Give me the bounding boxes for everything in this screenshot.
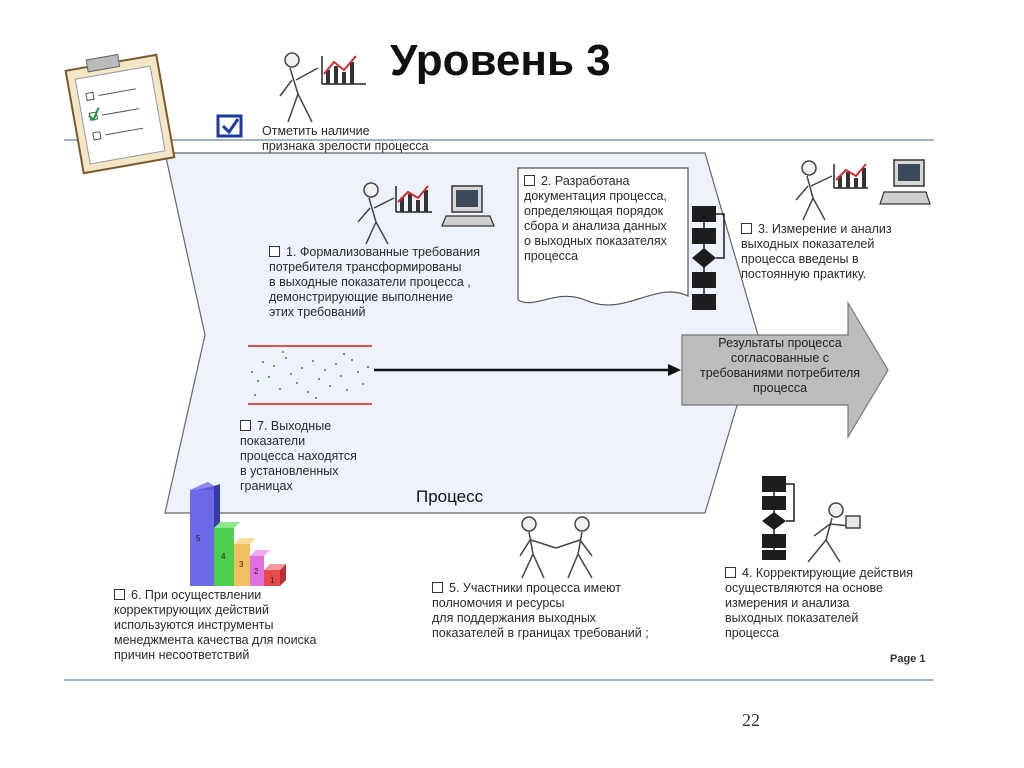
document-icon [517,167,689,306]
item-1-text: 1. Формализованные требования потребител… [269,245,481,319]
control-chart-points [251,351,369,399]
item-5-text: 5. Участники процесса имеют полномочия и… [432,581,649,640]
process-label: Процесс [416,487,484,506]
running-figure-icon [807,502,861,563]
page-label: Page 1 [890,653,926,665]
pareto-label: 1 [270,576,275,585]
item-6-text: 6. При осуществлении корректирующих дейс… [114,588,317,662]
result-arrow [681,300,889,440]
checkbox-icon[interactable] [524,175,535,186]
pareto-label: 3 [239,560,244,569]
result-arrow-label: Результаты процесса согласованные с треб… [699,336,861,395]
clipboard-icon [64,53,176,175]
checkbox-checked-icon [216,114,243,138]
item-3-text: 3. Измерение и анализ выходных показател… [741,222,892,281]
figure-chart-icon [795,160,868,221]
pareto-label: 4 [221,552,226,561]
page-number: 22 [742,710,760,730]
checkbox-icon[interactable] [725,567,736,578]
handshake-icon [519,516,593,579]
item-4-text: 4. Корректирующие действия осуществляютс… [725,566,914,640]
figure-chart-icon [279,52,366,123]
figure-chart-icon [357,182,432,245]
item-7-text: 7. Выходные показатели процесса находятс… [240,419,357,493]
checkbox-icon[interactable] [269,246,280,257]
item-2-text: 2. Разработана документация процесса, оп… [524,174,667,263]
flowchart-icon [692,206,725,310]
checkbox-icon[interactable] [432,582,443,593]
checkbox-icon[interactable] [741,223,752,234]
computer-icon [879,159,931,205]
checkbox-icon[interactable] [114,589,125,600]
checkbox-icon[interactable] [240,420,251,431]
top-rule [64,139,934,141]
computer-icon [441,185,495,227]
pareto-chart-icon [190,482,286,586]
pareto-label: 2 [254,567,259,576]
bottom-rule [64,679,934,681]
header-check-label: Отметить наличие признака зрелости проце… [262,124,429,153]
pareto-label: 5 [196,534,201,543]
page-title: Уровень 3 [390,36,611,85]
output-arrow-head [668,364,681,376]
flowchart-icon [762,476,795,560]
